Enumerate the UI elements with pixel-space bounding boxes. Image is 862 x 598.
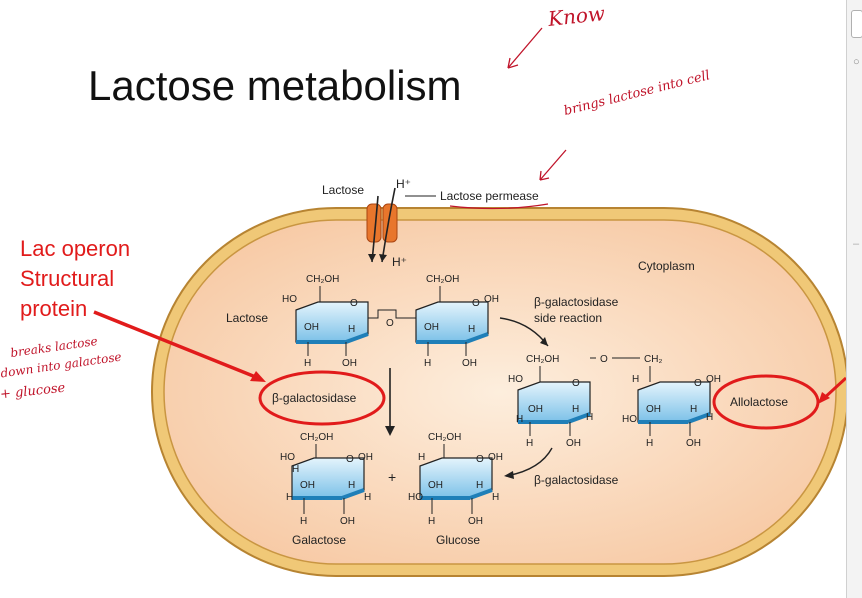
svg-text:H: H [348,324,355,335]
svg-text:OH: OH [528,404,543,415]
svg-text:H: H [706,412,713,423]
svg-text:H: H [690,404,697,415]
svg-text:OH: OH [468,516,483,527]
scroll-tab[interactable] [851,10,862,38]
h-plus-inside: H⁺ [392,255,407,269]
svg-text:H: H [476,480,483,491]
svg-text:H: H [526,438,533,449]
svg-text:H: H [516,414,523,425]
allolactose-label: Allolactose [730,395,788,409]
svg-text:OH: OH [358,452,373,463]
svg-text:H: H [428,516,435,527]
svg-text:H: H [304,358,311,369]
svg-text:OH: OH [488,452,503,463]
svg-text:O: O [694,378,702,389]
svg-text:CH₂OH: CH₂OH [306,274,339,285]
svg-text:OH: OH [462,358,477,369]
svg-text:H: H [364,492,371,503]
allolactose-circle [712,374,820,430]
side-reaction-line1: β-galactosidase [534,295,619,309]
svg-text:OH: OH [428,480,443,491]
svg-text:OH: OH [304,322,319,333]
beta-gal-circled-label: β-galactosidase [272,391,357,405]
galactose-label: Galactose [292,533,346,547]
svg-text:H: H [286,492,293,503]
svg-text:CH₂OH: CH₂OH [426,274,459,285]
svg-text:HO: HO [280,452,295,463]
lactose-molecule-label: Lactose [226,311,268,325]
svg-text:H: H [348,480,355,491]
beta-gal-circle [258,370,386,426]
svg-text:OH: OH [300,480,315,491]
svg-text:OH: OH [342,358,357,369]
svg-text:HO: HO [508,374,523,385]
svg-text:OH: OH [484,294,499,305]
pane-marker-icon: – [853,238,860,250]
svg-text:H: H [492,492,499,503]
svg-text:CH₂OH: CH₂OH [300,432,333,443]
svg-text:OH: OH [686,438,701,449]
glucose-label: Glucose [436,533,480,547]
lac-operon-label: Lac operon Structural protein [20,234,130,324]
svg-text:O: O [472,298,480,309]
svg-text:O: O [346,454,354,465]
svg-text:O: O [386,318,394,329]
plus-sign: + [388,469,396,485]
svg-text:OH: OH [424,322,439,333]
svg-text:OH: OH [646,404,661,415]
svg-text:H: H [292,464,299,475]
pane-dot-icon: ○ [853,56,860,68]
svg-text:H: H [646,438,653,449]
lac-operon-line1: Lac operon [20,236,131,261]
svg-text:HO: HO [282,294,297,305]
lac-operon-line2: Structural [20,266,115,291]
svg-text:OH: OH [706,374,721,385]
svg-text:H: H [572,404,579,415]
right-scroll-strip[interactable]: ○ – [846,0,862,598]
side-reaction-line2: side reaction [534,311,602,325]
permease-label: Lactose permease [440,189,539,203]
beta-gal-lower-label: β-galactosidase [534,473,619,487]
slide-title: Lactose metabolism [88,62,462,109]
svg-text:CH₂OH: CH₂OH [428,432,461,443]
svg-text:O: O [476,454,484,465]
svg-text:H: H [586,412,593,423]
lac-operon-line3: protein [20,296,88,321]
svg-text:CH₂: CH₂ [644,354,662,365]
svg-text:O: O [600,354,608,365]
svg-text:OH: OH [340,516,355,527]
svg-text:H: H [418,452,425,463]
svg-text:HO: HO [622,414,637,425]
svg-text:H: H [424,358,431,369]
svg-text:O: O [350,298,358,309]
cell-membrane-inner [163,219,837,565]
cytoplasm-label: Cytoplasm [638,259,695,273]
h-plus-outside: H⁺ [396,177,411,191]
svg-text:H: H [300,516,307,527]
svg-text:HO: HO [408,492,423,503]
lactose-outside-label: Lactose [322,183,364,197]
svg-text:H: H [468,324,475,335]
svg-text:O: O [572,378,580,389]
svg-text:H: H [632,374,639,385]
svg-text:OH: OH [566,438,581,449]
svg-text:CH₂OH: CH₂OH [526,354,559,365]
